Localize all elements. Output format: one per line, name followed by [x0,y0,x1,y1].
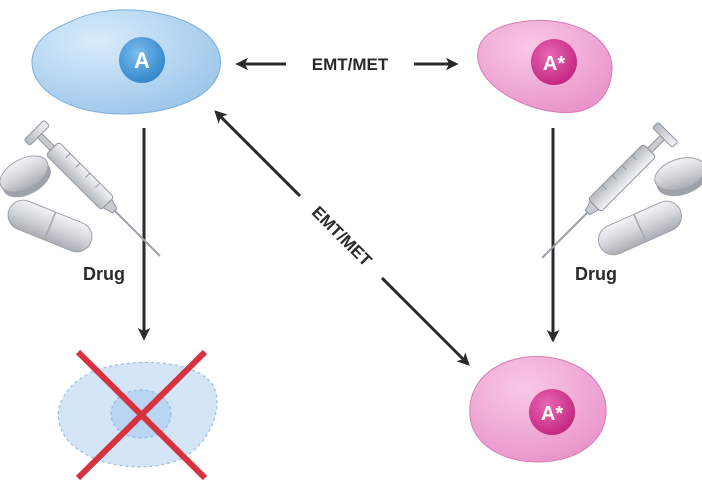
left-syringe-icon [24,120,161,257]
top-transition-label: EMT/MET [312,55,389,74]
cell-a-star-top-right: A* [477,19,613,114]
cross-icon [75,349,208,480]
diagonal-transition-label-group: EMT/MET [293,185,393,285]
right-drug-label-bg [566,262,626,286]
cell-a-star-bottom-nucleus [529,389,575,435]
top-transition-label-bg [286,50,414,76]
cell-a-top-left: A [31,9,221,115]
left-tablet-icon [0,155,51,198]
right-syringe-icon [541,122,678,259]
diagonal-transition-label: EMT/MET [308,203,376,271]
cell-a-star-bottom-right: A* [469,356,607,463]
cell-a-nucleus [119,37,165,83]
cell-a-label: A [134,48,150,73]
left-capsule-icon [7,199,93,253]
left-drug-label: Drug [83,264,125,284]
right-capsule-icon [598,200,682,256]
dead-cell-bottom-left [57,349,218,480]
right-drug-label: Drug [575,264,617,284]
cell-a-star-bottom-label: A* [541,403,563,425]
cell-a-star-top-label: A* [543,53,565,75]
right-tablet-icon [654,157,702,197]
left-drug-label-bg [74,262,134,286]
cell-a-star-top-nucleus [531,39,577,85]
